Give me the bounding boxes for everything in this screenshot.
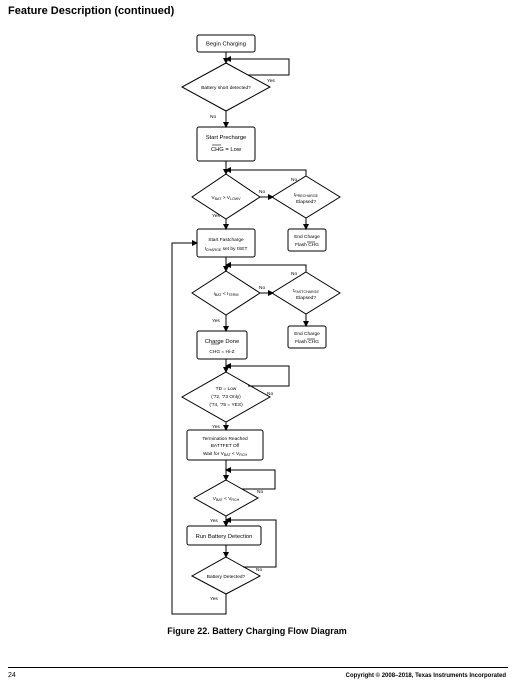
td-72-73-label: ('72, '73 Only) (211, 394, 241, 400)
yes-label: Yes (212, 318, 220, 324)
vbat-rch-label: VBAT < VRCH (213, 496, 240, 502)
ibat-term-label: IBAT < ITERM (213, 291, 238, 297)
no-label: No (256, 567, 262, 573)
start-precharge-label: Start Precharge (206, 135, 247, 141)
wait-vrch-label: Wait for VBAT < VRCH (203, 451, 247, 457)
no-label: No (267, 391, 273, 397)
no-label: No (210, 114, 216, 120)
battery-short-label: Battery short detected? (201, 85, 251, 91)
yes-label: Yes (212, 424, 220, 430)
no-label: No (291, 271, 297, 277)
footer-rule (8, 667, 508, 668)
td-74-75-label: ('74, '75 = YES) (209, 402, 243, 408)
yes-label: Yes (212, 213, 220, 219)
vbat-lowv-label: VBAT > VLOWV (211, 195, 241, 201)
icharge-iset-label: ICHARGE set by ISET (205, 246, 248, 252)
run-battery-detection-label: Run Battery Detection (196, 534, 253, 540)
start-precharge-box (196, 126, 256, 162)
end-charge-box-2 (287, 325, 327, 349)
battery-detected-label: Battery Detected? (207, 574, 246, 580)
no-label: No (257, 489, 263, 495)
termination-reached-label: Termination Reached (202, 436, 248, 442)
chg-hiz-label: CHG = Hi-Z (209, 349, 234, 355)
copyright-notice: Copyright © 2008–2018, Texas Instruments… (345, 673, 506, 679)
charge-done-label: Charge Done (205, 339, 239, 345)
page-number: 24 (8, 672, 16, 679)
begin-charging-label: Begin Charging (206, 42, 246, 48)
yes-label: Yes (210, 596, 218, 602)
charge-done-box (196, 330, 248, 360)
chg-low-label: CHG = Low (211, 147, 242, 153)
precharge-elapsed-label: Elapsed? (296, 199, 316, 205)
start-fastcharge-label: Start Fastcharge (208, 237, 244, 243)
end-charge-label-1: End Charge (294, 234, 320, 240)
fastcharge-timer-label: tFASTCHARGE (293, 288, 319, 294)
td-low-label: TD = Low (216, 386, 237, 392)
no-label: No (259, 189, 265, 195)
yes-label: Yes (267, 78, 275, 84)
run-battery-detection-box (186, 525, 262, 546)
flash-chg-label-2: Flash CHG (295, 339, 319, 345)
end-charge-box-1 (287, 228, 327, 252)
termination-reached-box (186, 429, 264, 461)
battfet-off-label: BATTFET Off (211, 443, 240, 449)
no-label: No (291, 177, 297, 183)
no-label: No (259, 285, 265, 291)
flash-chg-label-1: Flash CHG (295, 242, 319, 248)
yes-label: Yes (210, 518, 218, 524)
figure-caption: Figure 22. Battery Charging Flow Diagram (167, 626, 347, 636)
end-charge-label-2: End Charge (294, 331, 320, 337)
start-fastcharge-box (196, 228, 256, 258)
fastcharge-elapsed-label: Elapsed? (296, 295, 316, 301)
section-title: Feature Description (continued) (8, 5, 175, 17)
precharge-timer-label: tPRECHARGE (294, 192, 319, 198)
